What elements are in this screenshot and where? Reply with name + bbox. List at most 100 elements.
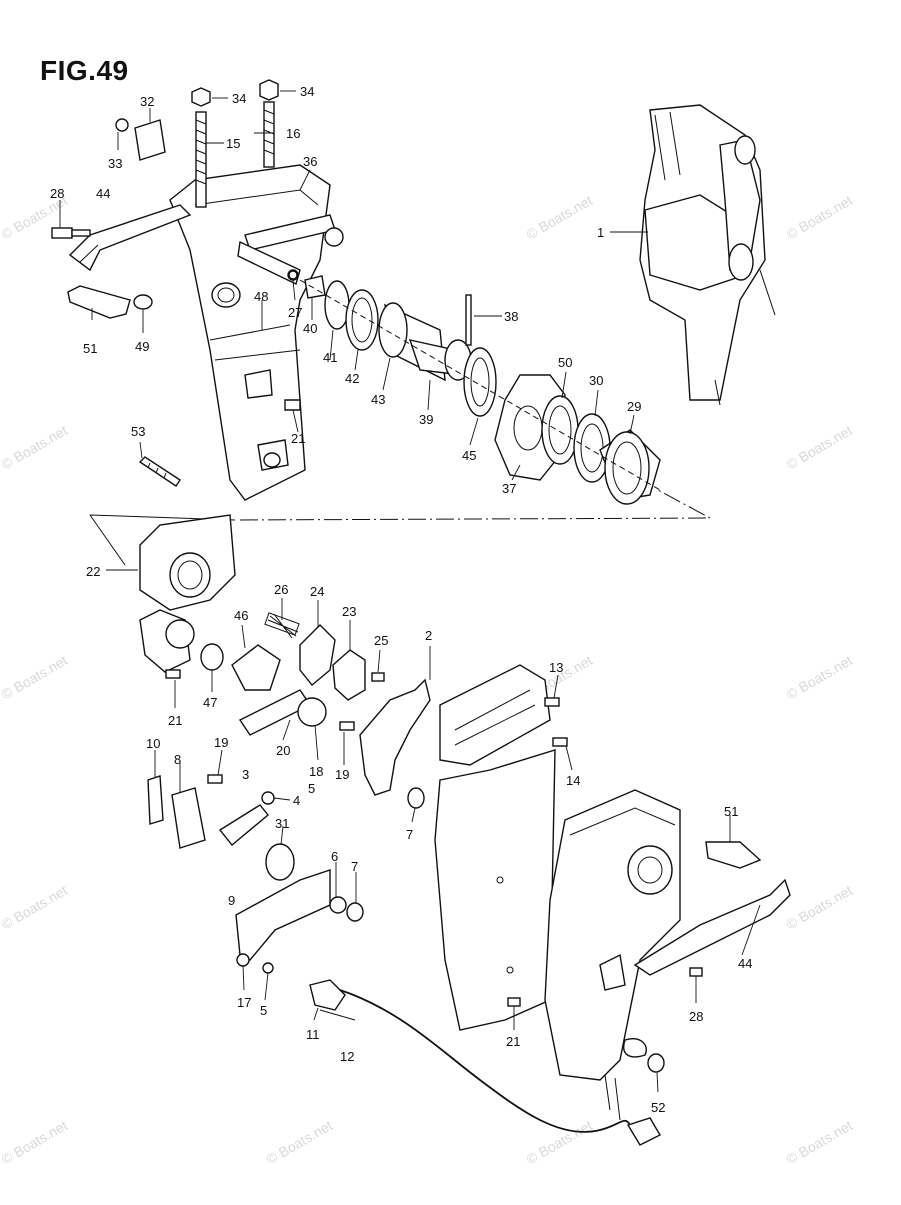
callout-6: 6 xyxy=(331,849,338,864)
plate-51-upper xyxy=(67,285,131,319)
bracket-10 xyxy=(147,775,164,825)
screw-28-lower xyxy=(689,967,703,977)
control-box-lower xyxy=(544,789,681,1121)
part-4 xyxy=(261,791,275,805)
callout-15: 15 xyxy=(226,136,240,151)
callout-4: 4 xyxy=(293,793,300,808)
callout-12: 12 xyxy=(340,1049,354,1064)
callout-30: 30 xyxy=(589,373,603,388)
main-plate xyxy=(434,664,556,1031)
callout-52: 52 xyxy=(651,1100,665,1115)
watermark: © Boats.net xyxy=(524,192,596,243)
callout-19: 19 xyxy=(335,767,349,782)
gear-37-and-rings xyxy=(494,374,661,505)
ring-7 xyxy=(346,902,364,922)
callout-23: 23 xyxy=(342,604,356,619)
callout-32: 32 xyxy=(140,94,154,109)
watermark: © Boats.net xyxy=(264,1117,336,1168)
hub-assembly xyxy=(324,280,497,417)
spring-26 xyxy=(264,612,300,639)
leader-lines xyxy=(59,90,761,1093)
plate-51-lower xyxy=(705,841,762,869)
callout-28: 28 xyxy=(50,186,64,201)
callout-24: 24 xyxy=(310,584,324,599)
callout-21: 21 xyxy=(291,431,305,446)
callout-44: 44 xyxy=(96,186,110,201)
callout-21: 21 xyxy=(506,1034,520,1049)
callout-42: 42 xyxy=(345,371,359,386)
stud-15 xyxy=(191,87,211,208)
part-47 xyxy=(200,643,224,671)
screw-14 xyxy=(552,737,568,747)
control-box-1 xyxy=(639,104,776,406)
callout-38: 38 xyxy=(504,309,518,324)
part-46 xyxy=(231,644,281,691)
callout-51: 51 xyxy=(83,341,97,356)
callout-7: 7 xyxy=(406,827,413,842)
callout-27: 27 xyxy=(288,305,302,320)
watermark: © Boats.net xyxy=(0,652,70,703)
callout-34: 34 xyxy=(300,84,314,99)
ring-7-b xyxy=(407,787,425,809)
bracket-8 xyxy=(171,787,206,849)
bracket-44-lower xyxy=(633,878,791,976)
switch-11-cable-12 xyxy=(309,979,661,1146)
watermark: © Boats.net xyxy=(0,1117,70,1168)
watermark: © Boats.net xyxy=(0,882,70,933)
callout-22: 22 xyxy=(86,564,100,579)
callout-20: 20 xyxy=(276,743,290,758)
plate-24 xyxy=(299,624,336,686)
callout-8: 8 xyxy=(174,752,181,767)
callout-10: 10 xyxy=(146,736,160,751)
callout-29: 29 xyxy=(627,399,641,414)
plate-22 xyxy=(139,514,236,673)
screw-33 xyxy=(115,118,129,132)
callout-41: 41 xyxy=(323,350,337,365)
callout-25: 25 xyxy=(374,633,388,648)
callout-3: 3 xyxy=(242,767,249,782)
callout-51: 51 xyxy=(724,804,738,819)
callout-18: 18 xyxy=(309,764,323,779)
watermark: © Boats.net xyxy=(784,422,856,473)
shaft-36 xyxy=(237,214,344,299)
pin-17 xyxy=(236,953,250,967)
callout-19: 19 xyxy=(214,735,228,750)
bolt-53 xyxy=(138,456,181,487)
callout-9: 9 xyxy=(228,893,235,908)
nut-5 xyxy=(262,962,274,974)
screw-21-upper xyxy=(284,399,301,411)
callout-33: 33 xyxy=(108,156,122,171)
watermark: © Boats.net xyxy=(524,1117,596,1168)
watermark: © Boats.net xyxy=(784,652,856,703)
screw-19-b xyxy=(207,774,223,784)
lever-9 xyxy=(235,869,331,961)
screw-21-bottom xyxy=(507,997,521,1007)
lever-3 xyxy=(218,804,269,846)
callout-7: 7 xyxy=(351,859,358,874)
stud-16 xyxy=(259,79,279,168)
bolt-28-upper xyxy=(51,227,91,239)
callout-21: 21 xyxy=(168,713,182,728)
pin-38 xyxy=(465,294,472,346)
watermark: © Boats.net xyxy=(784,1117,856,1168)
callout-13: 13 xyxy=(549,660,563,675)
washer-6 xyxy=(329,896,347,914)
callout-11: 11 xyxy=(306,1027,320,1042)
part-49 xyxy=(133,294,153,310)
callout-40: 40 xyxy=(303,321,317,336)
callout-31: 31 xyxy=(275,816,289,831)
callout-26: 26 xyxy=(274,582,288,597)
watermark: © Boats.net xyxy=(0,422,70,473)
callout-1: 1 xyxy=(597,225,604,240)
callout-39: 39 xyxy=(419,412,433,427)
clip-32 xyxy=(134,119,166,161)
screw-25 xyxy=(371,672,385,682)
callout-37: 37 xyxy=(502,481,516,496)
plate-23 xyxy=(332,649,366,701)
callout-49: 49 xyxy=(135,339,149,354)
callout-47: 47 xyxy=(203,695,217,710)
bracket-44-upper xyxy=(68,204,192,272)
